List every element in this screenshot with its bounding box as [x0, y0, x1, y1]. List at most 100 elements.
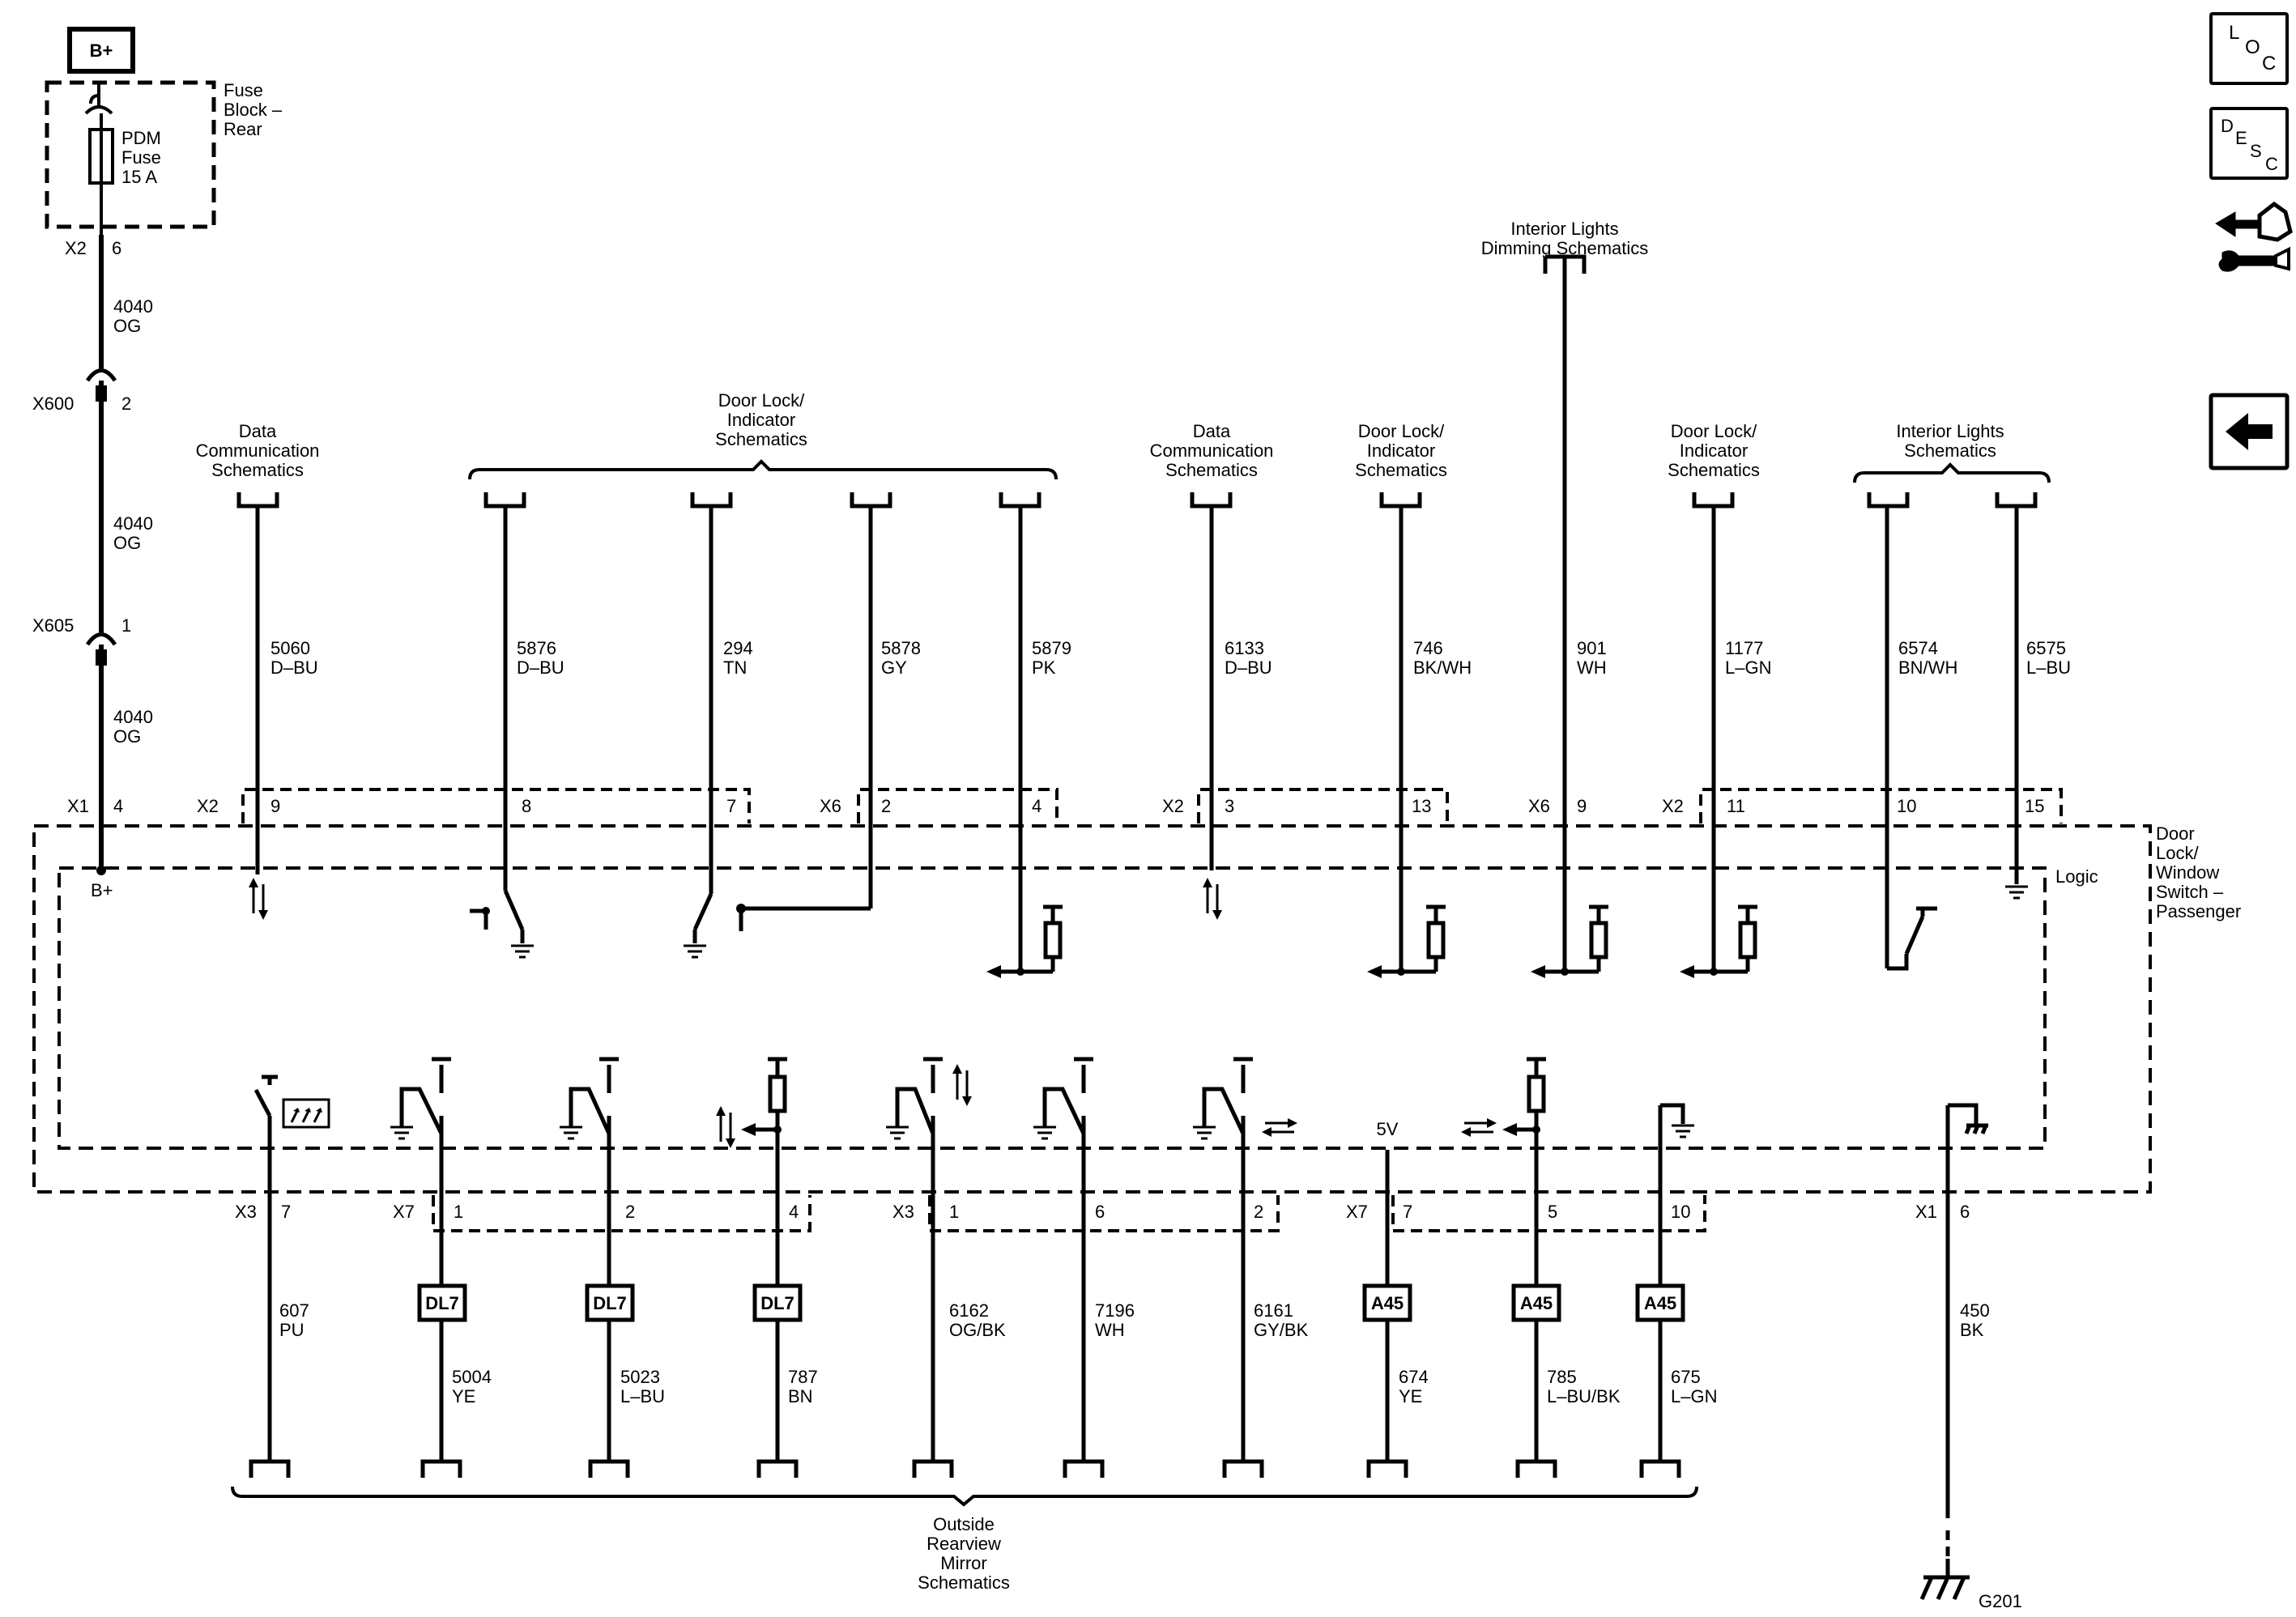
switch-294	[692, 892, 871, 943]
power-label: B+	[90, 40, 113, 61]
top-connector-outlines	[241, 788, 2063, 823]
top-ref-interior-lights: Interior Lights Schematics	[1853, 421, 2051, 483]
top-ref-interior-dimming: Interior Lights Dimming Schematics	[1481, 219, 1649, 258]
bottom-connector-outlines	[432, 1195, 1706, 1232]
switch-6162	[895, 1057, 943, 1134]
svg-text:Schematics: Schematics	[1165, 460, 1258, 480]
svg-text:X7: X7	[393, 1202, 415, 1222]
component-a45: A45	[1520, 1293, 1553, 1313]
x600-pin-label: 2	[121, 394, 131, 414]
svg-text:Schematics: Schematics	[1355, 460, 1447, 480]
svg-text:L–BU: L–BU	[620, 1386, 665, 1406]
x1-pin-label: 4	[113, 796, 123, 816]
svg-text:6574: 6574	[1898, 638, 1938, 658]
ground-icon	[1670, 1124, 1696, 1138]
module-bplus-label: B+	[91, 880, 113, 900]
five-volt-label: 5V	[1377, 1119, 1399, 1139]
svg-text:674: 674	[1399, 1367, 1429, 1387]
svg-text:Door: Door	[2156, 823, 2195, 844]
svg-text:5: 5	[1548, 1202, 1557, 1222]
svg-text:13: 13	[1412, 796, 1431, 816]
svg-text:15: 15	[2025, 796, 2044, 816]
feed-wire-circuit: 4040	[113, 296, 153, 317]
svg-text:Fuse: Fuse	[224, 80, 263, 100]
svg-text:Door Lock/: Door Lock/	[1358, 421, 1445, 441]
loc-icon[interactable]: L O C	[2209, 12, 2289, 85]
top-ref-door-lock-3: Door Lock/ Indicator Schematics	[1668, 421, 1760, 480]
svg-text:Fuse: Fuse	[121, 147, 161, 168]
svg-text:X7: X7	[1346, 1202, 1368, 1222]
svg-text:Outside: Outside	[933, 1514, 995, 1534]
feed-wire-circuit: 4040	[113, 513, 153, 534]
svg-text:Switch –: Switch –	[2156, 882, 2224, 902]
svg-text:X1: X1	[1915, 1202, 1937, 1222]
svg-text:6162: 6162	[949, 1300, 989, 1321]
top-ref-door-lock-1: Door Lock/ Indicator Schematics	[468, 390, 1058, 480]
ground-label: G201	[1979, 1591, 2022, 1611]
ground-icon	[1032, 1126, 1058, 1140]
module-name: Door Lock/ Window Switch – Passenger	[2156, 823, 2241, 921]
fuse-block-outline	[45, 80, 216, 229]
svg-text:X2: X2	[197, 796, 219, 816]
svg-text:Communication: Communication	[1150, 440, 1274, 461]
x600-inline-connector	[85, 368, 117, 402]
bottom-ref-bracket	[231, 1486, 1698, 1507]
svg-text:O: O	[2245, 36, 2260, 58]
x600-label: X600	[32, 394, 74, 414]
pullup-input-746	[1367, 904, 1446, 978]
switch-5876	[470, 889, 525, 943]
svg-text:5060: 5060	[270, 638, 310, 658]
connector-repair-icon[interactable]	[2215, 201, 2293, 272]
svg-text:4: 4	[789, 1202, 799, 1222]
bottom-connector-tees	[249, 1459, 1681, 1478]
svg-text:TN: TN	[723, 657, 747, 678]
svg-text:Interior Lights: Interior Lights	[1510, 219, 1618, 239]
component-dl7: DL7	[425, 1293, 459, 1313]
svg-text:PU: PU	[279, 1320, 305, 1340]
pullup-input-5879	[986, 904, 1063, 978]
svg-text:X6: X6	[1528, 796, 1550, 816]
bidir-signal-icon	[1260, 1117, 1299, 1138]
svg-text:6133: 6133	[1225, 638, 1264, 658]
svg-text:Rearview: Rearview	[926, 1534, 1001, 1554]
svg-text:Schematics: Schematics	[211, 460, 304, 480]
svg-text:Indicator: Indicator	[1367, 440, 1435, 461]
top-wires	[236, 254, 2038, 972]
desc-icon[interactable]: D E S C	[2209, 107, 2289, 180]
svg-text:Schematics: Schematics	[918, 1572, 1010, 1593]
ground-icon	[884, 1126, 910, 1140]
svg-text:Door Lock/: Door Lock/	[718, 390, 805, 411]
svg-text:Rear: Rear	[224, 119, 262, 139]
fuse-block-label: Fuse Block – Rear	[224, 80, 283, 139]
svg-text:L–GN: L–GN	[1725, 657, 1771, 678]
svg-text:1: 1	[454, 1202, 463, 1222]
svg-text:294: 294	[723, 638, 753, 658]
bottom-ref-outside-mirror: Outside Rearview Mirror Schematics	[918, 1514, 1010, 1593]
svg-text:Block –: Block –	[224, 100, 283, 120]
svg-text:1177: 1177	[1725, 638, 1763, 658]
data-comm-bidir-icon	[247, 876, 270, 921]
svg-text:9: 9	[1577, 796, 1587, 816]
svg-text:X3: X3	[235, 1202, 257, 1222]
svg-text:2: 2	[881, 796, 891, 816]
svg-text:E: E	[2235, 128, 2247, 148]
svg-text:746: 746	[1413, 638, 1443, 658]
svg-text:901: 901	[1577, 638, 1607, 658]
mirror-heater-icon	[282, 1098, 330, 1129]
back-arrow-icon[interactable]	[2209, 393, 2290, 470]
switch-5023	[569, 1057, 619, 1135]
svg-text:9: 9	[270, 796, 280, 816]
svg-text:2: 2	[1254, 1202, 1263, 1222]
heater-switch	[253, 1074, 278, 1117]
ground-icon	[682, 944, 708, 959]
svg-text:5879: 5879	[1032, 638, 1071, 658]
component-dl7: DL7	[593, 1293, 627, 1313]
svg-text:785: 785	[1547, 1367, 1577, 1387]
chassis-ground-450	[1948, 1103, 1988, 1134]
switch-5004	[399, 1057, 451, 1135]
svg-text:BK: BK	[1960, 1320, 1984, 1340]
